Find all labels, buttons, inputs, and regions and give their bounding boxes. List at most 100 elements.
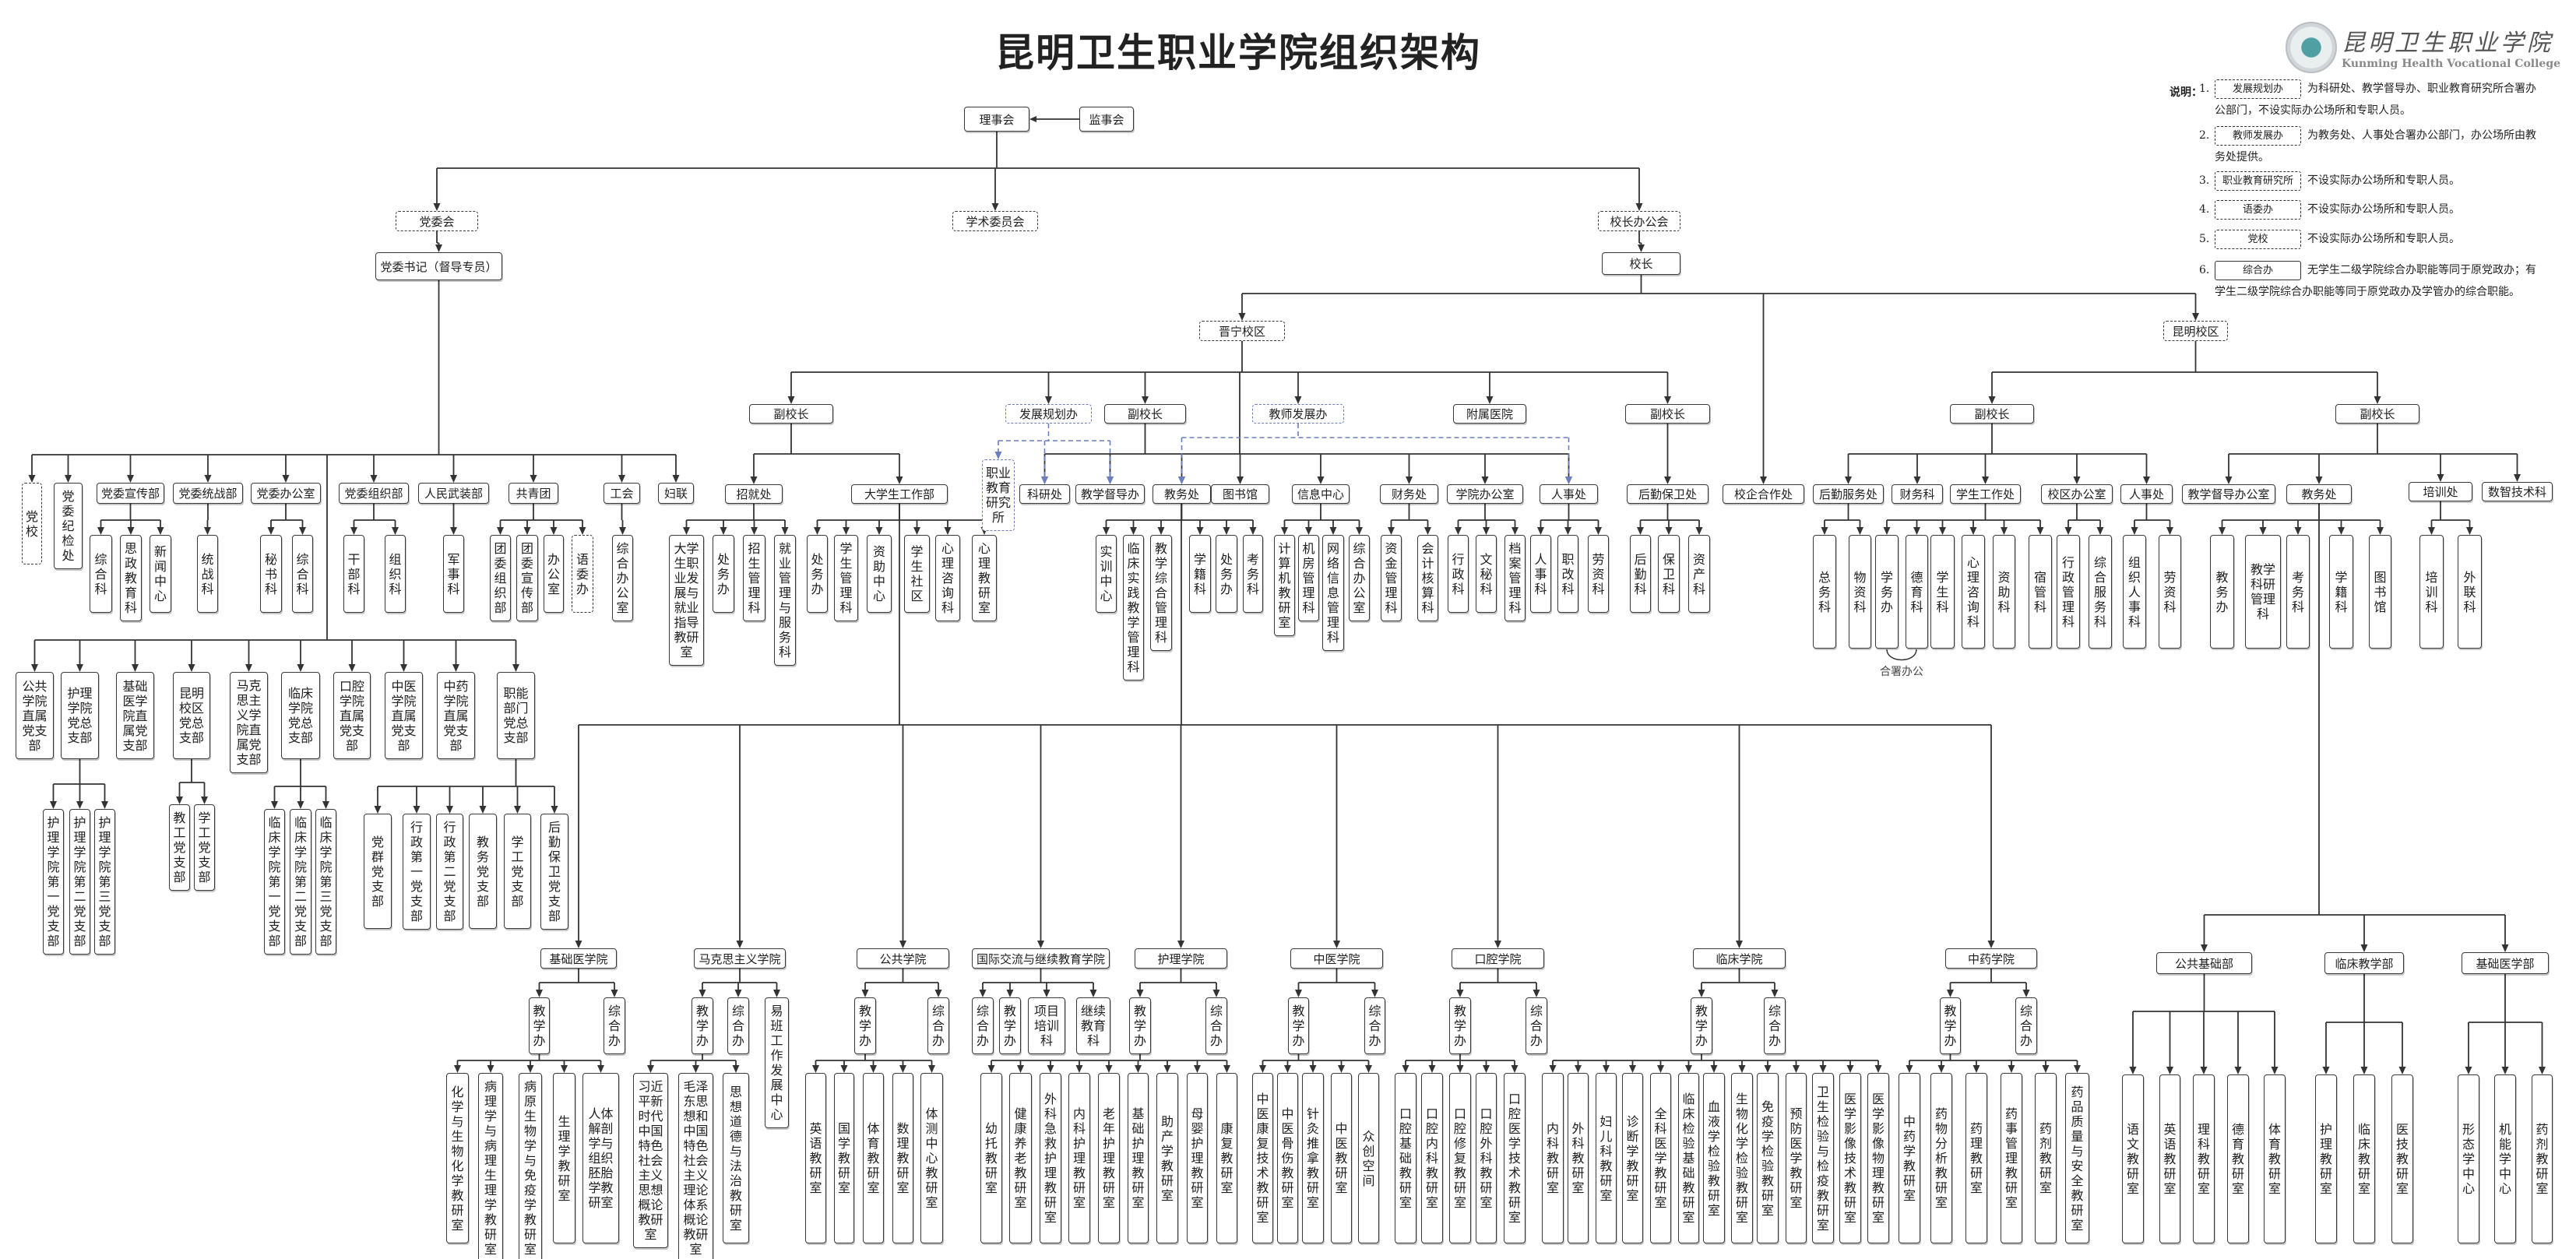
- voc-edu-institute-box[interactable]: 职业教育研究所: [982, 459, 1015, 531]
- org-unit[interactable]: 档案管理科: [1504, 535, 1526, 621]
- org-unit[interactable]: 综合服务科: [2089, 535, 2112, 649]
- party-unit[interactable]: 妇联: [658, 483, 694, 504]
- affiliated-hospital-box[interactable]: 附属医院: [1453, 404, 1526, 424]
- org-unit[interactable]: 医学影像物理教研室: [1867, 1073, 1889, 1243]
- department-box[interactable]: 图书馆: [1211, 484, 1269, 504]
- org-unit[interactable]: 基础护理教研室: [1128, 1073, 1149, 1243]
- org-unit[interactable]: 口腔内科教研室: [1421, 1073, 1443, 1243]
- org-unit[interactable]: 继续教育科: [1076, 997, 1110, 1054]
- department-box[interactable]: 教学督导办公室: [2182, 484, 2275, 504]
- org-unit[interactable]: 学生社区: [904, 535, 930, 613]
- org-unit[interactable]: 教学办: [1940, 997, 1961, 1054]
- department-box[interactable]: 后勤服务处: [1813, 484, 1884, 504]
- org-unit[interactable]: 处务办: [713, 535, 734, 613]
- school-enterprise-box[interactable]: 校企合作处: [1723, 484, 1804, 504]
- org-unit[interactable]: 临床学院第三党支部: [315, 809, 336, 955]
- department-box[interactable]: 后勤保卫处: [1627, 484, 1709, 504]
- org-unit[interactable]: 药理教研室: [1965, 1073, 1987, 1243]
- org-unit[interactable]: 教学办: [1129, 997, 1151, 1054]
- vice-president-box[interactable]: 副校长: [1625, 404, 1710, 424]
- org-unit[interactable]: 综合办: [604, 997, 625, 1054]
- org-unit[interactable]: 思政教育科: [120, 535, 142, 621]
- college-box[interactable]: 马克思主义学院: [694, 948, 786, 969]
- department-box[interactable]: 大学生工作部: [851, 484, 948, 504]
- org-unit[interactable]: 处务办: [1216, 535, 1237, 613]
- party-secretary-box[interactable]: 党委书记（督导专员）: [375, 252, 502, 280]
- department-box[interactable]: 财务处: [1380, 484, 1438, 504]
- org-unit[interactable]: 综合办: [1364, 997, 1385, 1054]
- org-unit[interactable]: 物资科: [1849, 535, 1871, 649]
- org-unit[interactable]: 招生管理科: [743, 535, 765, 621]
- org-unit[interactable]: 英语教研室: [805, 1073, 826, 1243]
- org-unit[interactable]: 教学办: [692, 997, 713, 1054]
- org-unit[interactable]: 行政管理科: [2057, 535, 2080, 649]
- org-unit[interactable]: 团委组织部: [490, 535, 511, 621]
- org-unit[interactable]: 职改科: [1557, 535, 1578, 613]
- org-unit[interactable]: 护理教研室: [2315, 1074, 2337, 1243]
- org-unit[interactable]: 病原生物学与免疫学教研室: [519, 1073, 542, 1259]
- department-box[interactable]: 数智技术科: [2482, 482, 2553, 501]
- org-unit[interactable]: 综合办公室: [1349, 535, 1370, 621]
- org-unit[interactable]: 护理学院第二党支部: [69, 809, 90, 955]
- org-unit[interactable]: 数理教研室: [892, 1073, 913, 1243]
- department-box[interactable]: 校区办公室: [2041, 484, 2113, 504]
- party-unit[interactable]: 共青团: [509, 483, 558, 504]
- org-unit[interactable]: 综合办: [972, 997, 994, 1054]
- department-box[interactable]: 教务处: [2286, 484, 2352, 504]
- org-unit[interactable]: 会计核算科: [1417, 535, 1438, 621]
- org-unit[interactable]: 党群党支部: [364, 814, 392, 929]
- party-unit[interactable]: 党校: [22, 483, 42, 564]
- org-unit[interactable]: 中医骨伤教研室: [1277, 1073, 1298, 1243]
- org-unit[interactable]: 临床实践教学管理科: [1123, 535, 1144, 680]
- org-unit[interactable]: 人体解剖学与组织胚胎学教研室: [582, 1073, 619, 1243]
- org-unit[interactable]: 临床教研室: [2353, 1074, 2375, 1243]
- party-committee-box[interactable]: 党委会: [396, 211, 478, 231]
- org-unit[interactable]: 德育教研室: [2227, 1074, 2249, 1243]
- org-unit[interactable]: 药剂教研室: [2532, 1074, 2553, 1243]
- org-unit[interactable]: 理科教研室: [2193, 1074, 2215, 1243]
- org-unit[interactable]: 综合科: [292, 535, 313, 613]
- org-unit[interactable]: 心理教研室: [972, 535, 997, 621]
- department-box[interactable]: 教学督导办: [1075, 484, 1145, 504]
- org-unit[interactable]: 内科护理教研室: [1068, 1073, 1090, 1243]
- org-unit[interactable]: 考务科: [1243, 535, 1263, 613]
- teaching-dept-box[interactable]: 公共基础部: [2156, 952, 2252, 974]
- org-unit[interactable]: 思想道德与法治教研室: [723, 1073, 749, 1243]
- org-unit[interactable]: 教务党支部: [469, 814, 497, 929]
- org-unit[interactable]: 临床学院第一党支部: [264, 809, 285, 955]
- org-unit[interactable]: 考务科: [2286, 535, 2310, 649]
- org-unit[interactable]: 网络信息管理科: [1322, 535, 1344, 651]
- org-unit[interactable]: 资产科: [1688, 535, 1710, 613]
- party-unit[interactable]: 党委办公室: [251, 483, 321, 504]
- org-unit[interactable]: 全科医学教研室: [1650, 1073, 1671, 1243]
- department-box[interactable]: 人事处: [1540, 484, 1598, 504]
- college-box[interactable]: 口腔学院: [1452, 948, 1544, 969]
- org-unit[interactable]: 易班工作发展中心: [765, 997, 789, 1128]
- org-unit[interactable]: 心理咨询科: [935, 535, 960, 621]
- org-unit[interactable]: 药剂教研室: [2035, 1073, 2057, 1243]
- org-unit[interactable]: 培训科: [2419, 535, 2444, 649]
- org-unit[interactable]: 口腔外科教研室: [1476, 1073, 1497, 1243]
- party-branch[interactable]: 昆明校区党总支部: [173, 672, 210, 759]
- org-unit[interactable]: 化学与生物化学教研室: [446, 1073, 469, 1243]
- org-unit[interactable]: 临床检验基础教研室: [1678, 1073, 1699, 1243]
- org-unit[interactable]: 组织科: [385, 535, 406, 613]
- org-unit[interactable]: 外联科: [2458, 535, 2482, 649]
- president-box[interactable]: 校长: [1602, 252, 1680, 275]
- org-unit[interactable]: 外科急救护理教研室: [1040, 1073, 1061, 1243]
- org-unit[interactable]: 心理咨询科: [1962, 535, 1985, 649]
- party-branch[interactable]: 公共学院直属党支部: [16, 672, 54, 759]
- department-box[interactable]: 人事处: [2120, 484, 2173, 504]
- org-unit[interactable]: 行政科: [1448, 535, 1469, 613]
- department-box[interactable]: 财务科: [1892, 484, 1943, 504]
- org-unit[interactable]: 中医康复技术教研室: [1252, 1073, 1273, 1243]
- org-unit[interactable]: 卫生检验与检疫教研室: [1812, 1073, 1834, 1243]
- college-box[interactable]: 护理学院: [1135, 948, 1227, 969]
- org-unit[interactable]: 助产学教研室: [1156, 1073, 1178, 1243]
- org-unit[interactable]: 总务科: [1813, 535, 1836, 649]
- teacher-dev-office-box[interactable]: 教师发展办: [1252, 404, 1344, 424]
- vice-president-box[interactable]: 副校长: [749, 404, 833, 424]
- party-unit[interactable]: 党委宣传部: [97, 483, 164, 504]
- org-unit[interactable]: 内科教研室: [1542, 1073, 1564, 1243]
- org-unit[interactable]: 行政第二党支部: [436, 814, 463, 930]
